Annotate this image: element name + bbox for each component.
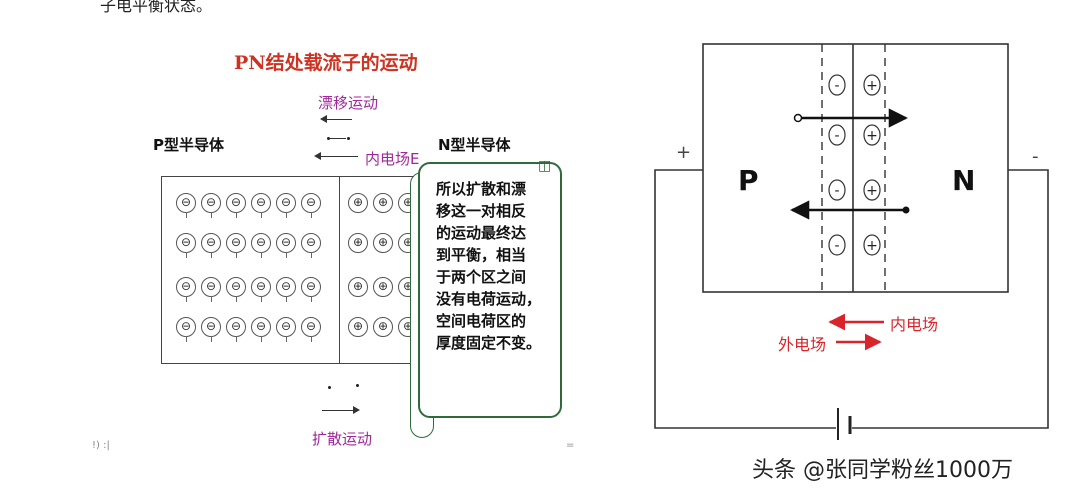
scroll-line: 移这一对相反 (436, 202, 527, 220)
n-type-label: N型半导体 (438, 136, 511, 154)
internal-field-label: 内电场 (890, 315, 938, 334)
circuit-wire-right (852, 169, 1049, 429)
scroll-text: 所以扩散和漂 移这一对相反 的运动最终达 到平衡，相当 于两个区之间 没有电荷运… (436, 178, 554, 354)
acceptor-ion: ⊖ (201, 317, 221, 342)
donor-ion: ⊕ (373, 193, 393, 213)
donor-ion (863, 179, 881, 201)
acceptor-ion-sign: - (834, 78, 839, 94)
donor-ion: ⊕ (373, 233, 393, 253)
external-field-label: 外电场 (778, 335, 826, 354)
acceptor-ion: ⊖ (251, 193, 271, 218)
donor-ion (863, 124, 881, 146)
positive-terminal: + (676, 142, 691, 163)
diffusion-motion-label: 扩散运动 (312, 430, 373, 448)
watermark-text: 头条 @张同学粉丝1000万 (752, 458, 1013, 483)
acceptor-ion: ⊖ (226, 317, 246, 342)
carrier-dot (356, 384, 359, 387)
donor-ion-sign: + (866, 238, 878, 254)
acceptor-ion: ⊖ (276, 233, 296, 258)
scroll-line: 没有电荷运动， (436, 290, 542, 308)
acceptor-ion: ⊖ (176, 277, 196, 302)
acceptor-ion: ⊖ (176, 193, 196, 218)
drift-motion-label: 漂移运动 (318, 94, 379, 112)
acceptor-ion: ⊖ (301, 317, 321, 342)
donor-ion: ⊕ (373, 317, 393, 337)
drift-arrow (320, 115, 352, 123)
diffusion-arrow (322, 406, 360, 414)
donor-ion-sign: + (866, 78, 878, 94)
acceptor-ion: ⊖ (201, 277, 221, 302)
acceptor-ion: ⊖ (226, 193, 246, 218)
scroll-line: 厚度固定不变。 (436, 334, 542, 352)
donor-ion (863, 234, 881, 256)
pn-junction-box: ⊖⊖⊖⊖⊖⊖⊖⊖⊖⊖⊖⊖⊖⊖⊖⊖⊖⊖⊖⊖⊖⊖⊖⊖ ⊕⊕⊕⊕⊕⊕⊕⊕⊕⊕⊕⊕ (161, 176, 425, 364)
acceptor-ion: ⊖ (176, 233, 196, 258)
internal-field-arrow (314, 152, 358, 160)
carrier-dot (327, 137, 330, 140)
electron-carrier (902, 206, 910, 214)
acceptor-ion (828, 234, 846, 256)
donor-ion: ⊕ (348, 317, 368, 337)
scroll-line: 到平衡，相当 (436, 246, 527, 264)
acceptor-ion: ⊖ (301, 277, 321, 302)
explanation-scroll (418, 162, 562, 418)
internal-field-e-label: 内电场E (365, 150, 420, 168)
scroll-line: 所以扩散和漂 (436, 180, 527, 198)
scroll-line: 于两个区之间 (436, 268, 527, 286)
scroll-line: 空间电荷区的 (436, 312, 527, 330)
donor-ion-sign: + (866, 183, 878, 199)
donor-ion: ⊕ (348, 277, 368, 297)
acceptor-ion (828, 179, 846, 201)
drift-arrow-short (330, 138, 346, 139)
acceptor-ion: ⊖ (201, 233, 221, 258)
donor-ion-sign: + (866, 128, 878, 144)
scroll-line: 的运动最终达 (436, 224, 527, 242)
acceptor-ion: ⊖ (276, 193, 296, 218)
donor-ion: ⊕ (348, 193, 368, 213)
carrier-dot (328, 386, 331, 389)
acceptor-ion: ⊖ (176, 317, 196, 342)
donor-ion (863, 74, 881, 96)
acceptor-ion: ⊖ (276, 277, 296, 302)
circuit-wire-left (654, 169, 836, 429)
acceptor-ion (828, 74, 846, 96)
acceptor-ion: ⊖ (301, 193, 321, 218)
acceptor-ion: ⊖ (251, 233, 271, 258)
clipped-top-text: 子电平衡状态。 (100, 0, 213, 15)
scribble-right: = (566, 440, 575, 451)
scroll-corner-icon: ◫ (538, 158, 552, 174)
scribble-left: !) :| (92, 440, 110, 451)
pn-block (702, 43, 1009, 293)
acceptor-ion: ⊖ (276, 317, 296, 342)
n-region-label: N (952, 164, 975, 197)
p-region-label: P (738, 164, 759, 197)
acceptor-ion: ⊖ (251, 277, 271, 302)
acceptor-ion-sign: - (834, 183, 839, 199)
donor-ion: ⊕ (348, 233, 368, 253)
hole-carrier (793, 113, 803, 123)
acceptor-ion: ⊖ (201, 193, 221, 218)
acceptor-ion-sign: - (834, 238, 839, 254)
donor-ion: ⊕ (373, 277, 393, 297)
negative-terminal: - (1032, 146, 1039, 167)
acceptor-ion: ⊖ (226, 277, 246, 302)
junction-boundary (339, 177, 340, 363)
p-type-label: P型半导体 (153, 136, 224, 154)
acceptor-ion (828, 124, 846, 146)
acceptor-ion: ⊖ (301, 233, 321, 258)
acceptor-ion: ⊖ (226, 233, 246, 258)
carrier-dot (347, 137, 350, 140)
acceptor-ion-sign: - (834, 128, 839, 144)
acceptor-ion: ⊖ (251, 317, 271, 342)
diagram-title: PN结处载流子的运动 (234, 52, 418, 74)
